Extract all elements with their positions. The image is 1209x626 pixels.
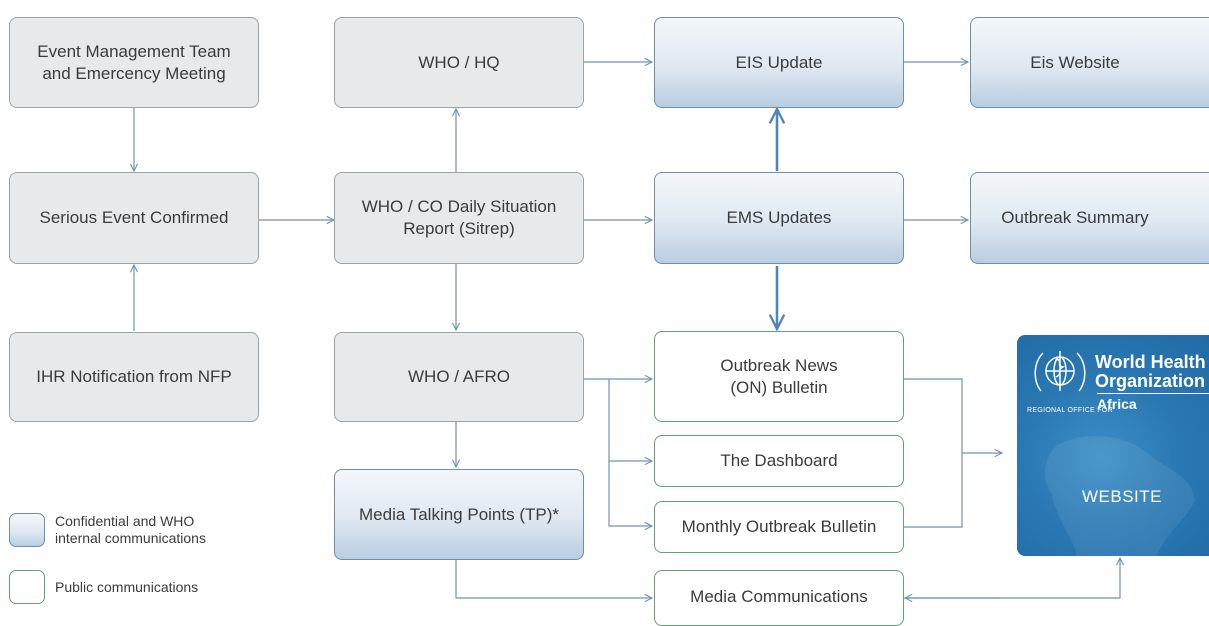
who-divider [1097, 393, 1209, 394]
dashboard-node: The Dashboard [654, 435, 904, 487]
ems-updates-node: EMS Updates [654, 172, 904, 264]
ihr-notification-node: IHR Notification from NFP [9, 332, 259, 422]
legend-label-confidential: Confidential and WHO internal communicat… [55, 513, 206, 546]
media-talking-points-node: Media Talking Points (TP)* [334, 469, 584, 560]
monthly-bulletin-node: Monthly Outbreak Bulletin [654, 501, 904, 553]
legend-swatch-public [9, 570, 45, 604]
serious-event-node: Serious Event Confirmed [9, 172, 259, 264]
media-communications-node: Media Communications [654, 570, 904, 626]
eis-website-node: Eis Website [970, 17, 1209, 108]
who-emblem-icon [1034, 351, 1086, 392]
eis-update-node: EIS Update [654, 17, 904, 108]
outbreak-summary-node: Outbreak Summary [970, 172, 1209, 264]
eis-website-label: Eis Website [1030, 52, 1120, 72]
legend-label-public: Public communications [55, 579, 199, 595]
website-label: WEBSITE [1081, 487, 1162, 506]
legend-swatch-confidential [9, 513, 45, 547]
who-africa-website-panel[interactable]: World Health Organization REGIONAL OFFIC… [1017, 335, 1209, 556]
outbreak-summary-label: Outbreak Summary [1001, 208, 1149, 227]
who-region-africa: Africa [1097, 396, 1137, 412]
who-co-sitrep-node: WHO / CO Daily Situation Report (Sitrep) [334, 172, 584, 264]
who-region-label: REGIONAL OFFICE FOR [1027, 407, 1113, 414]
who-hq-node: WHO / HQ [334, 17, 584, 108]
emt-node: Event Management Team and Emercency Meet… [9, 17, 259, 108]
who-org-name: World Health Organization [1095, 352, 1206, 391]
who-afro-node: WHO / AFRO [334, 332, 584, 422]
africa-map-icon [1045, 436, 1195, 556]
on-bulletin-node: Outbreak News (ON) Bulletin [654, 331, 904, 422]
